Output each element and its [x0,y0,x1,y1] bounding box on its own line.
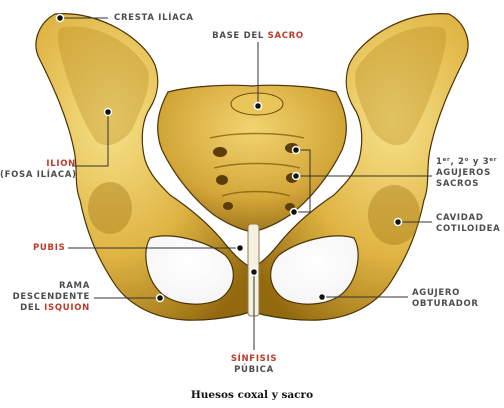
ord-2-sup: o [464,157,470,163]
label-rama-isquion: RAMA DESCENDENTE DEL ISQUION [0,281,90,314]
label-sinfisis-line1: SÍNFISIS [230,354,278,364]
label-pubis-text: PUBIS [33,243,66,253]
label-rama-prefix: DEL [20,303,45,313]
label-agujero-obturador: AGUJERO OBTURADOR [412,288,479,310]
ord-1: 1 [436,157,443,167]
label-base-highlight: SACRO [267,31,304,41]
label-cavidad-cotiloidea: CAVIDAD COTILOIDEA [436,213,500,235]
label-obturador-line2: OBTURADOR [412,299,479,309]
right-hip-bone [251,13,469,321]
label-ilion: ILION (FOSA ILÍACA) [0,159,76,181]
figure-caption: Huesos coxal y sacro [190,389,314,401]
ord-3: y 3 [469,157,490,167]
label-pubis: PUBIS [33,243,65,254]
label-ilion-title: ILION [46,159,76,169]
label-agujeros-line3: SACROS [436,179,480,189]
label-rama-line1: RAMA [59,281,90,291]
label-agujeros-line2: AGUJEROS [436,168,491,178]
label-sinfisis-pubica: SÍNFISIS PÚBICA [214,354,294,376]
leader-lines [60,17,432,350]
left-hip-bone [35,13,253,321]
ord-3-sup: er [489,157,498,163]
ord-1-sup: er [442,157,451,163]
label-base-sacro: BASE DEL SACRO [200,31,316,42]
label-sinfisis-line2: PÚBICA [234,365,274,375]
label-agujeros-line1: 1er, 2o y 3er [436,155,497,168]
label-rama-line3: DEL ISQUION [0,303,90,314]
label-agujeros-sacros: 1er, 2o y 3er AGUJEROS SACROS [436,155,497,190]
label-obturador-line1: AGUJERO [412,288,461,298]
label-ilion-sub: (FOSA ILÍACA) [0,170,77,180]
marker-dots [55,13,403,303]
label-rama-line2: DESCENDENTE [12,292,90,302]
label-base-prefix: BASE DEL [212,31,268,41]
label-cavidad-line2: COTILOIDEA [436,224,501,234]
label-cresta-iliaca: CRESTA ILÍACA [114,13,194,24]
label-cresta-text: CRESTA ILÍACA [114,13,194,23]
label-rama-highlight: ISQUION [44,303,90,313]
ord-2: , 2 [450,157,465,167]
label-cavidad-line1: CAVIDAD [436,213,484,223]
